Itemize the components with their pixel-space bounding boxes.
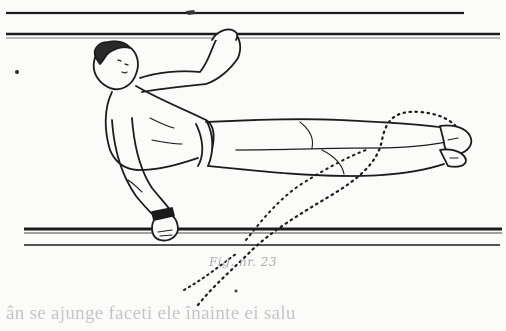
- swing-trajectory: [198, 112, 462, 305]
- ink-dot: [15, 70, 19, 74]
- upper-bar: [6, 10, 500, 38]
- gymnast-figure: [94, 29, 472, 240]
- lower-bar: [24, 229, 502, 245]
- upper-bar-hand-mark: [186, 10, 196, 15]
- ink-dot: [235, 290, 238, 293]
- body-text-line: ân se ajunge faceti ele înainte ei salu: [6, 303, 506, 325]
- swing-trajectory-secondary: [246, 150, 366, 240]
- figure-caption: Fig. nr. 23: [178, 255, 308, 269]
